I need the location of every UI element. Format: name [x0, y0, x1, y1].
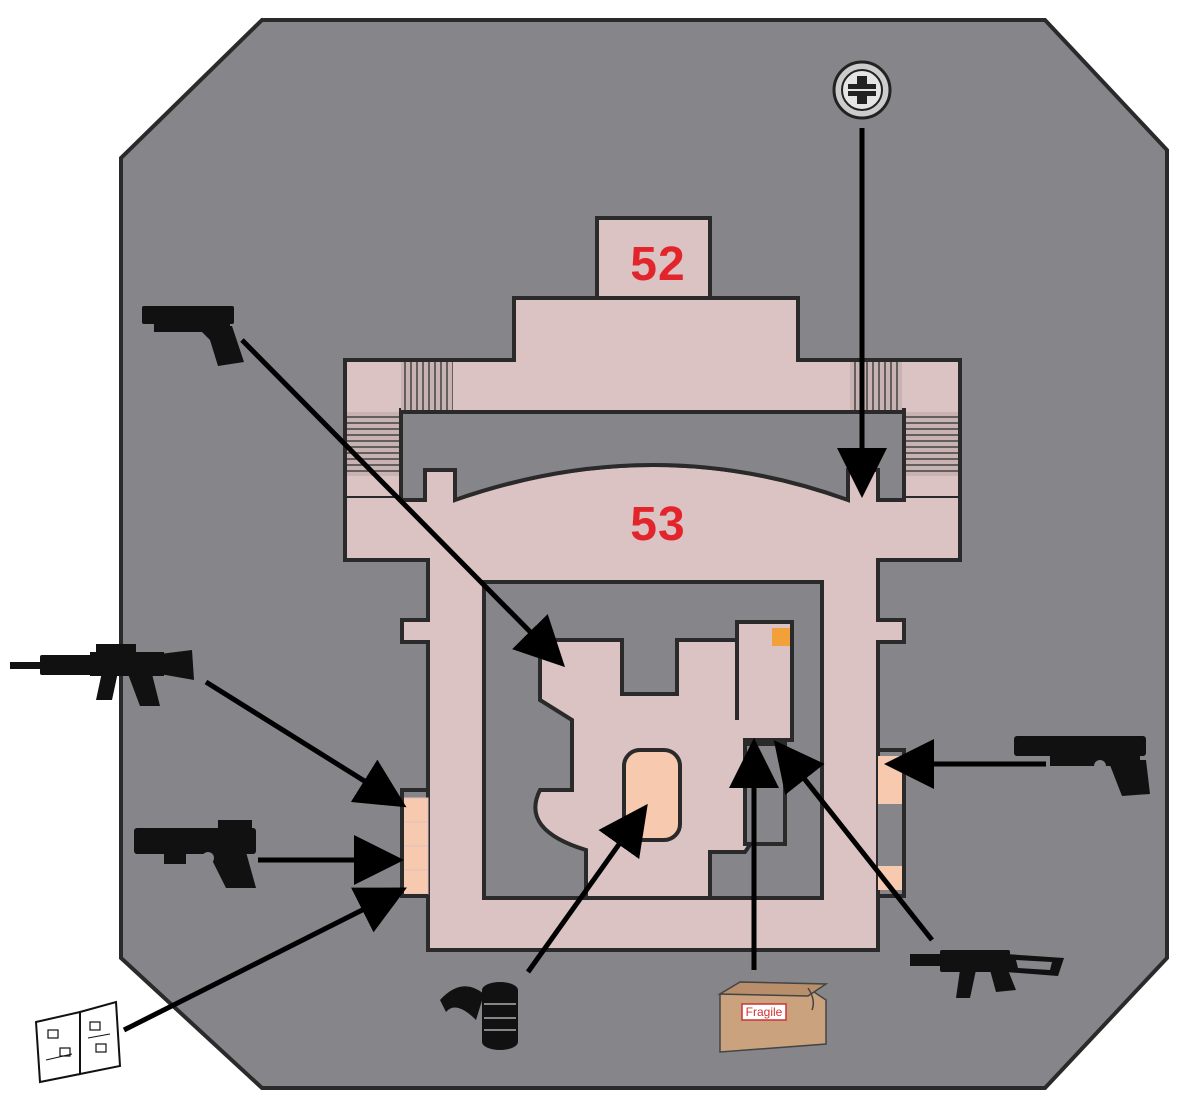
stairs-top-left[interactable] [401, 362, 453, 410]
pickup-slot[interactable] [401, 869, 429, 895]
pickup-slot[interactable] [401, 797, 429, 823]
room-53[interactable]: 53 [343, 296, 962, 952]
crate-icon: Fragile [717, 981, 829, 1053]
stairs-top-right[interactable] [850, 362, 902, 410]
room-52-label: 52 [630, 238, 685, 291]
assault-rifle-icon [10, 644, 194, 706]
manual-icon [34, 1000, 122, 1084]
item-square[interactable] [772, 628, 790, 646]
handgun-icon [1014, 736, 1150, 796]
pickup-slot[interactable] [878, 756, 904, 782]
pickup-slot[interactable] [878, 782, 904, 804]
room-52[interactable]: 52 [595, 216, 712, 306]
pickup-slot[interactable] [401, 821, 429, 847]
arrows [122, 128, 1046, 1033]
smg-icon [134, 820, 256, 888]
stairs-right[interactable] [906, 412, 958, 476]
crate-label: Fragile [746, 1005, 783, 1019]
bandage-icon [440, 982, 518, 1050]
pistol-icon [142, 306, 244, 366]
sewer-cover-icon [832, 60, 892, 120]
pickup-slot[interactable] [401, 845, 429, 871]
room-53-label: 53 [630, 498, 685, 551]
crate-label-box [741, 1003, 787, 1021]
shotgun-icon [910, 950, 1064, 998]
stairs-left[interactable] [347, 412, 399, 476]
